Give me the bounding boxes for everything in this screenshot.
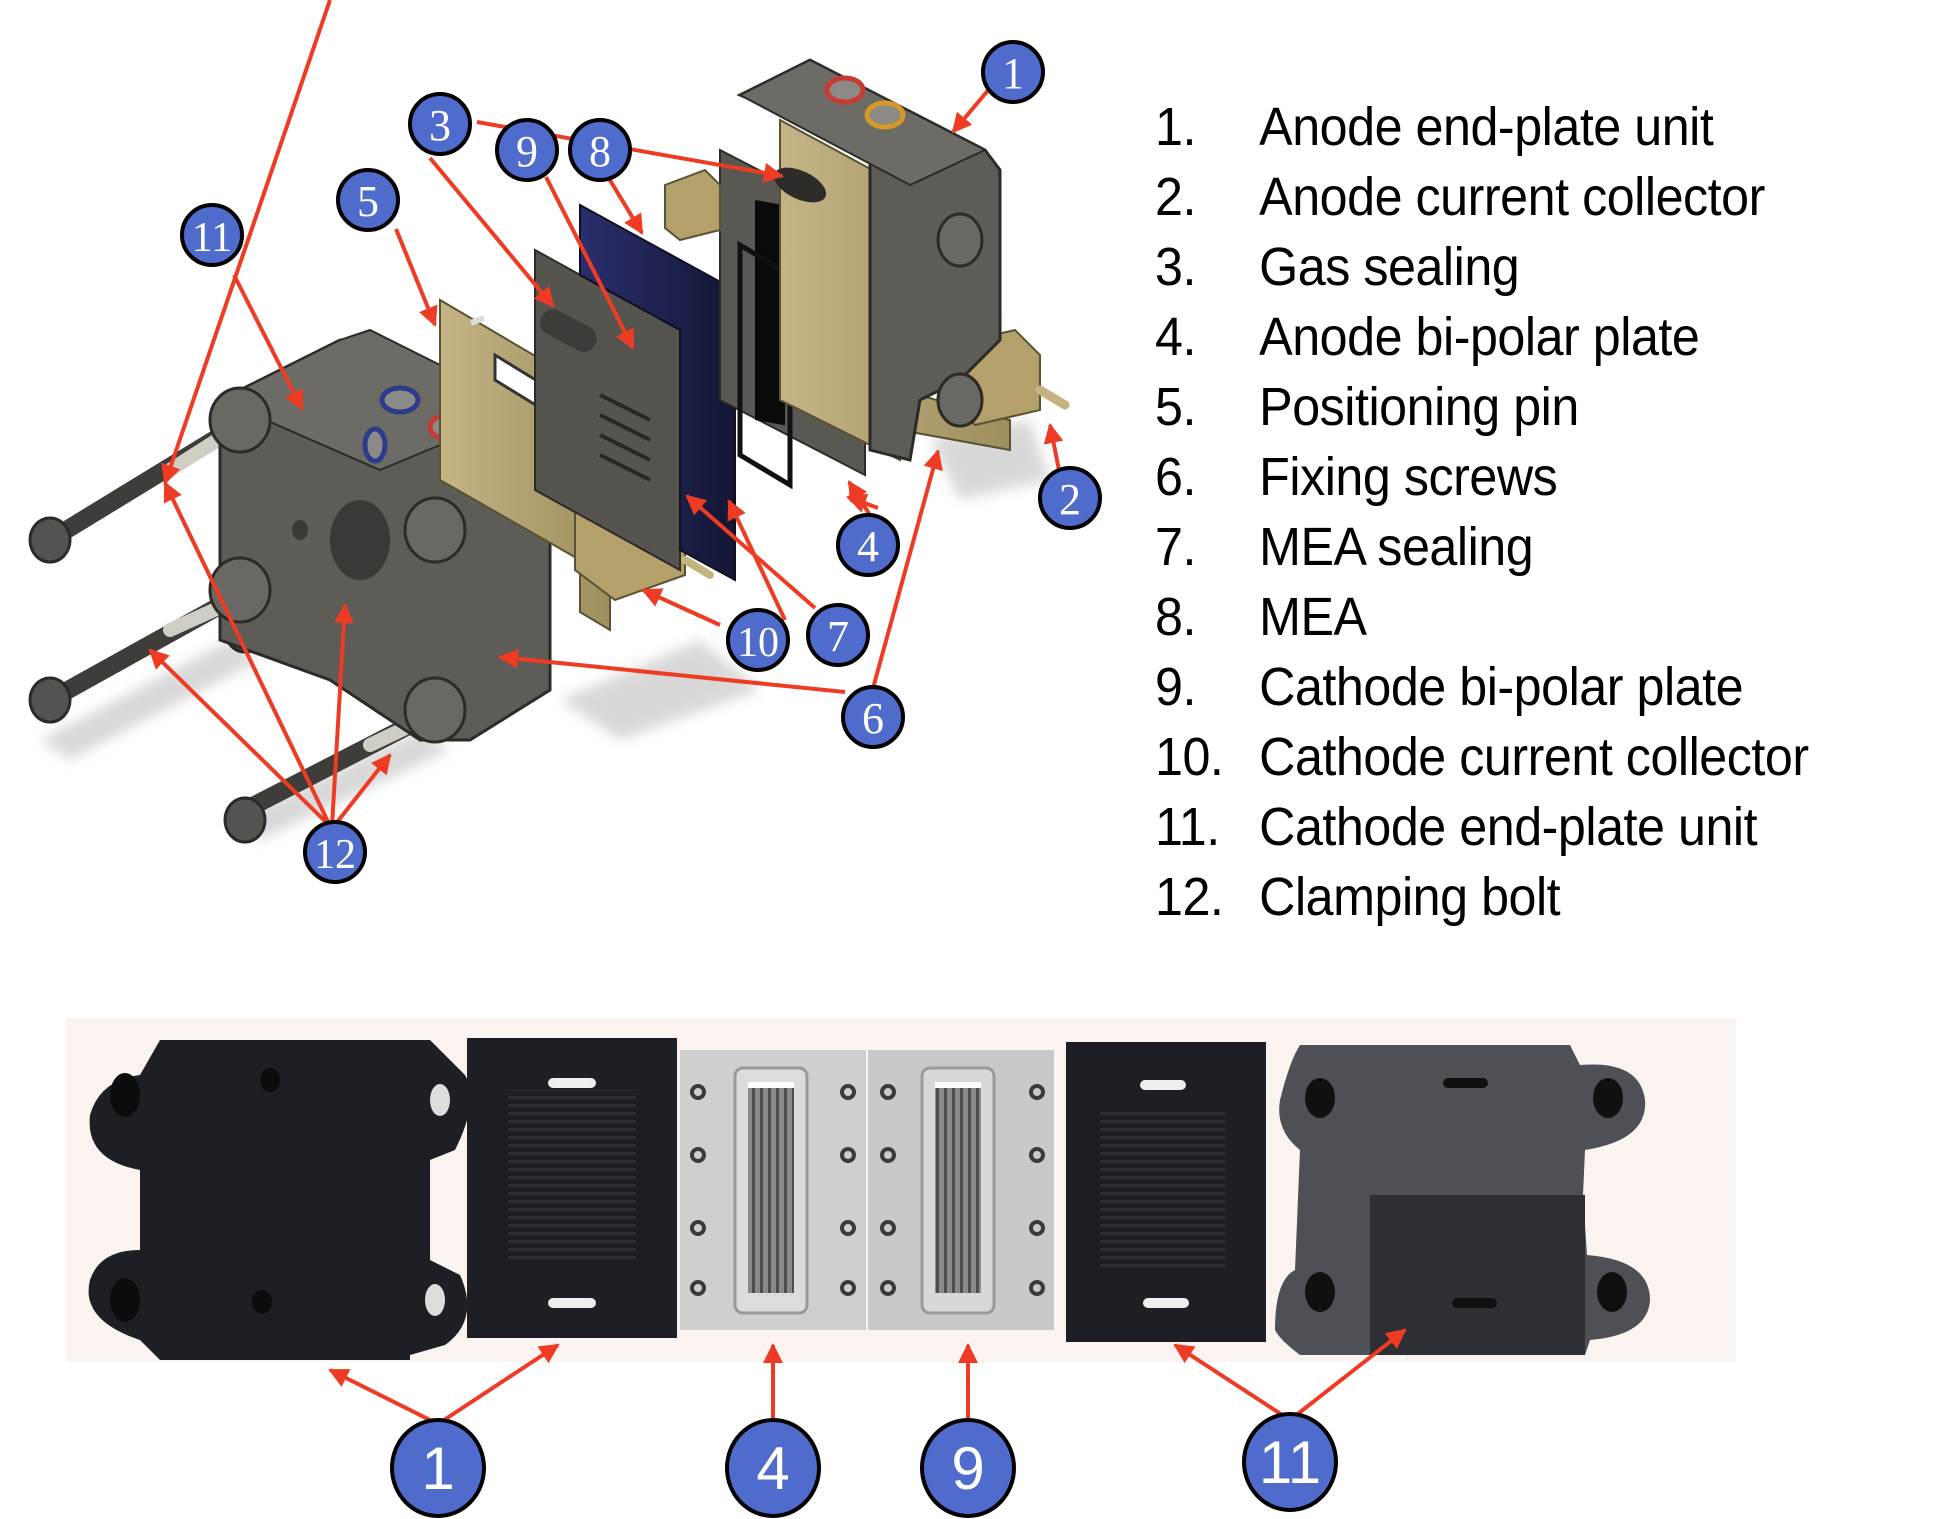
photo-callout-4: 4: [725, 1418, 821, 1518]
photo-callout-arrows: [328, 1328, 1407, 1426]
legend-number: 8.: [1155, 587, 1196, 647]
legend-number: 6.: [1155, 447, 1196, 507]
svg-text:5: 5: [357, 177, 379, 226]
legend-item: 1. Anode end-plate unit: [1155, 92, 1809, 162]
svg-text:2: 2: [1059, 475, 1081, 524]
photo-anode-plate-black: [467, 1038, 677, 1338]
legend-number: 7.: [1155, 517, 1196, 577]
legend-number: 10.: [1155, 727, 1224, 787]
svg-text:8: 8: [589, 127, 611, 176]
callout-11: 11: [180, 203, 244, 267]
photo-cathode-bipolar-plate: [868, 1050, 1054, 1330]
callout-10: 10: [726, 608, 790, 672]
photo-holes: [1305, 1078, 1627, 1312]
legend-item: 5. Positioning pin: [1155, 372, 1809, 442]
callout-12: 12: [303, 820, 367, 884]
photo-callout-11: 11: [1242, 1412, 1338, 1512]
legend-number: 9.: [1155, 657, 1196, 717]
callout-1: 1: [981, 40, 1045, 104]
legend-number: 12.: [1155, 867, 1224, 927]
legend-label: Anode bi-polar plate: [1259, 307, 1700, 367]
svg-text:9: 9: [516, 127, 538, 176]
legend-label: Gas sealing: [1259, 237, 1520, 297]
legend-item: 6. Fixing screws: [1155, 442, 1809, 512]
svg-text:9: 9: [951, 1435, 984, 1502]
legend-item: 4. Anode bi-polar plate: [1155, 302, 1809, 372]
legend-label: Cathode bi-polar plate: [1259, 657, 1744, 717]
legend-number: 11.: [1155, 797, 1220, 857]
callout-6: 6: [841, 685, 905, 749]
legend-item: 10. Cathode current collector: [1155, 722, 1809, 792]
legend-item: 2. Anode current collector: [1155, 162, 1809, 232]
svg-text:3: 3: [429, 101, 451, 150]
cathode-bipolar-plate-cad: [534, 248, 681, 572]
svg-text:4: 4: [756, 1435, 789, 1502]
photo-cathode-end-plate-lower: [1370, 1195, 1585, 1355]
exploded-callouts: 1 2 3 4 5 6 7 8 9 10 11 12: [180, 40, 1102, 884]
legend-item: 3. Gas sealing: [1155, 232, 1809, 302]
legend-number: 1.: [1155, 97, 1196, 157]
svg-text:1: 1: [421, 1435, 454, 1502]
legend-number: 3.: [1155, 237, 1196, 297]
legend-label: Cathode end-plate unit: [1259, 797, 1758, 857]
callout-7: 7: [806, 603, 870, 667]
callout-2: 2: [1038, 466, 1102, 530]
photo-callout-1: 1: [390, 1418, 486, 1518]
legend-label: Fixing screws: [1259, 447, 1558, 507]
photo-holes: [110, 1068, 280, 1322]
svg-text:11: 11: [1259, 1429, 1321, 1496]
legend-number: 2.: [1155, 167, 1196, 227]
legend-label: Anode end-plate unit: [1259, 97, 1714, 157]
photo-anode-end-plate: [88, 1040, 471, 1360]
svg-text:1: 1: [1002, 49, 1024, 98]
photo-callout-9: 9: [920, 1418, 1016, 1518]
svg-text:11: 11: [192, 215, 232, 261]
legend-item: 7. MEA sealing: [1155, 512, 1809, 582]
legend-label: MEA: [1259, 587, 1367, 647]
callout-5: 5: [336, 168, 400, 232]
ground-shadows: [40, 420, 1050, 840]
callout-4: 4: [836, 513, 900, 577]
legend-item: 11. Cathode end-plate unit: [1155, 792, 1809, 862]
callout-arrows: [148, 0, 1064, 828]
svg-text:7: 7: [827, 612, 849, 661]
callout-8: 8: [568, 118, 632, 182]
legend-number: 4.: [1155, 307, 1196, 367]
legend-label: MEA sealing: [1259, 517, 1534, 577]
svg-text:6: 6: [862, 694, 884, 743]
legend-item: 12. Clamping bolt: [1155, 862, 1809, 932]
photo-anode-bipolar-plate: [680, 1050, 866, 1330]
mea-sealing-gasket-cad: [737, 240, 793, 490]
legend-item: 9. Cathode bi-polar plate: [1155, 652, 1809, 722]
legend-label: Positioning pin: [1259, 377, 1579, 437]
photo-cathode-plate-black: [1066, 1042, 1266, 1342]
legend-label: Anode current collector: [1259, 167, 1765, 227]
legend-number: 5.: [1155, 377, 1196, 437]
component-legend: 1. Anode end-plate unit 2. Anode current c…: [1155, 92, 1858, 932]
anode-end-plate-cad: [736, 58, 1002, 462]
svg-text:12: 12: [314, 832, 356, 878]
callout-9: 9: [495, 118, 559, 182]
callout-3: 3: [408, 92, 472, 156]
photo-callouts: 1 4 9 11: [390, 1412, 1338, 1518]
legend-label: Clamping bolt: [1259, 867, 1561, 927]
legend-label: Cathode current collector: [1259, 727, 1809, 787]
svg-text:4: 4: [857, 522, 879, 571]
legend-item: 8. MEA: [1155, 582, 1809, 652]
svg-text:10: 10: [737, 620, 779, 666]
